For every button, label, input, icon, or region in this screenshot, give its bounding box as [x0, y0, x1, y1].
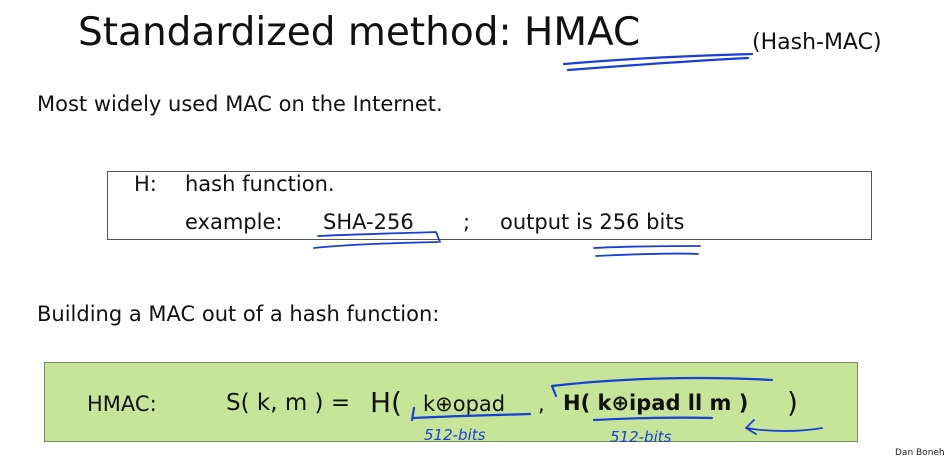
- author-credit: Dan Boneh: [895, 448, 945, 458]
- hmac-outer-hash-close: ): [787, 386, 798, 419]
- intro-text: Most widely used MAC on the Internet.: [37, 92, 443, 116]
- building-mac-heading: Building a MAC out of a hash function:: [37, 302, 440, 326]
- hmac-label: HMAC:: [87, 392, 157, 416]
- slide-title: Standardized method: HMAC: [78, 10, 641, 55]
- output-double-underline-ink: [593, 245, 701, 257]
- hmac-outer-key: k⊕opad: [423, 392, 506, 416]
- example-value: SHA-256: [323, 210, 414, 234]
- hmac-inner-hash: H( k⊕ipad ll m ): [563, 391, 749, 415]
- output-size-text: output is 256 bits: [500, 210, 685, 234]
- hmac-formula-box: [44, 362, 858, 442]
- title-underline-ink: [562, 52, 754, 72]
- hash-function-box: [107, 171, 872, 240]
- hash-symbol-label: H:: [134, 172, 157, 196]
- example-separator: ;: [463, 210, 471, 234]
- slide-title-subtitle: (Hash-MAC): [752, 30, 882, 55]
- hmac-signing-lhs: S( k, m ) =: [226, 390, 351, 416]
- hmac-comma: ,: [538, 392, 545, 416]
- hmac-outer-hash-open: H(: [370, 386, 402, 419]
- example-label: example:: [185, 210, 283, 234]
- hash-description: hash function.: [185, 172, 335, 196]
